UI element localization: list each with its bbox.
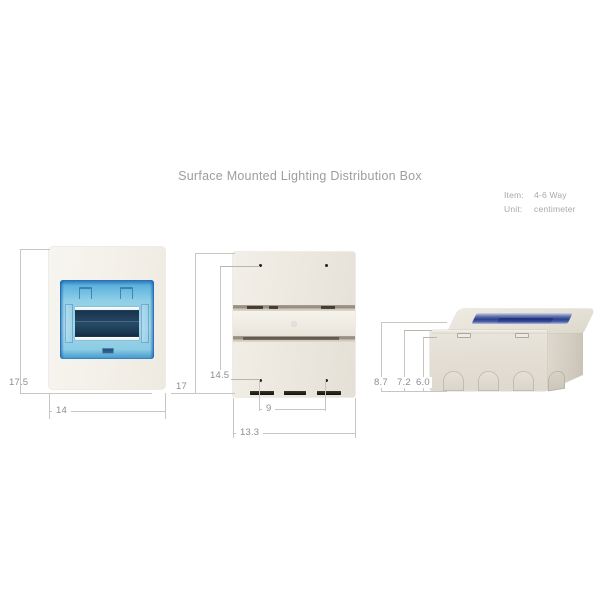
meta-label-unit: Unit: — [504, 204, 523, 214]
mount-hole-bottom-left — [259, 379, 263, 383]
back-width-tick-right — [355, 398, 356, 438]
back-mount-lead-bottom — [220, 379, 260, 380]
front-height-tick-top — [20, 249, 50, 250]
din-rail-bottom — [75, 337, 139, 340]
back-width-dimension-line — [233, 433, 355, 434]
mount-hole-bottom-right — [325, 379, 329, 383]
iso-body-depth-label: 7.2 — [395, 377, 413, 388]
iso-latch-left — [457, 333, 471, 338]
front-height-tick-bottom — [20, 393, 152, 394]
front-width-dimension-line — [49, 411, 165, 412]
iso-lid-rim — [432, 330, 547, 334]
front-height-dimension-line — [20, 249, 21, 393]
iso-body-depth-lead — [404, 330, 432, 331]
din-rail-assembly — [65, 302, 149, 345]
iso-depth-dimension-line — [381, 322, 382, 391]
back-width-label: 13.3 — [236, 427, 264, 438]
mount-hole-top-left — [259, 264, 263, 268]
front-view — [49, 247, 165, 389]
back-mount-width-tick-right — [325, 379, 326, 411]
page-title: Surface Mounted Lighting Distribution Bo… — [178, 169, 422, 183]
back-height-label: 17 — [176, 381, 187, 392]
back-height-tick-top — [195, 253, 235, 254]
cover-latch — [102, 348, 114, 354]
back-width-tick-left — [233, 398, 234, 438]
meta-value-item: 4-6 Way — [534, 190, 567, 200]
din-rail-top — [75, 307, 139, 310]
knockout-slot-right — [317, 391, 341, 395]
knockout-slot-left — [250, 391, 274, 395]
cover-edge-left — [60, 280, 64, 359]
front-height-label: 17.5 — [9, 377, 29, 388]
knockout-slot-center — [284, 391, 306, 395]
iso-knockout-side — [548, 369, 565, 392]
cover-edge-right — [150, 280, 154, 359]
cover-clip-right — [120, 287, 133, 299]
iso-base-depth-label: 6.0 — [414, 377, 432, 388]
iso-base-depth-line — [423, 337, 424, 391]
front-width-tick-left — [49, 393, 50, 419]
back-view — [233, 252, 355, 397]
band-notch-bottom — [243, 336, 339, 340]
meta-label-item: Item: — [504, 190, 524, 200]
iso-latch-right — [515, 333, 529, 338]
back-mount-width-label: 9 — [262, 403, 276, 414]
back-recess-band-bottom — [233, 336, 355, 342]
iso-knockout-right — [513, 371, 534, 391]
meta-row-unit: Unit: centimeter — [504, 202, 576, 216]
band-notch-top-left — [247, 305, 263, 309]
din-side-right — [141, 304, 149, 343]
breaker-opening — [75, 310, 139, 337]
back-height-dimension-line — [195, 253, 196, 393]
band-notch-top-mid — [269, 305, 278, 309]
meta-row-item: Item: 4-6 Way — [504, 188, 576, 202]
din-side-left — [65, 304, 73, 343]
back-mount-lead-top — [220, 266, 260, 267]
meta-block: Item: 4-6 Way Unit: centimeter — [504, 188, 576, 216]
back-mount-width-line — [259, 409, 325, 410]
iso-lid-window — [471, 313, 573, 324]
back-mid-panel — [233, 311, 355, 336]
back-mount-height-label: 14.5 — [208, 370, 232, 381]
meta-value-unit: centimeter — [534, 204, 576, 214]
iso-base-depth-lead — [423, 337, 437, 338]
back-center-marker — [291, 321, 297, 327]
iso-depth-tick-top — [381, 322, 447, 323]
iso-knockout-left — [443, 371, 464, 391]
iso-depth-tick-bottom — [381, 391, 447, 392]
front-transparent-cover — [60, 280, 154, 359]
iso-knockout-center — [478, 371, 499, 391]
iso-front-panel — [430, 330, 547, 391]
cover-clip-left — [79, 287, 92, 299]
back-height-tick-bottom — [171, 393, 235, 394]
back-mount-height-line — [220, 266, 221, 379]
front-width-tick-right — [165, 393, 166, 419]
iso-body-depth-line — [404, 330, 405, 391]
back-recess-band-top — [233, 305, 355, 311]
mount-hole-top-right — [325, 264, 329, 268]
perspective-view — [430, 309, 595, 392]
back-mount-width-tick-left — [259, 379, 260, 411]
iso-depth-label: 8.7 — [372, 377, 390, 388]
band-notch-top-right — [321, 305, 335, 309]
front-width-label: 14 — [52, 405, 71, 416]
